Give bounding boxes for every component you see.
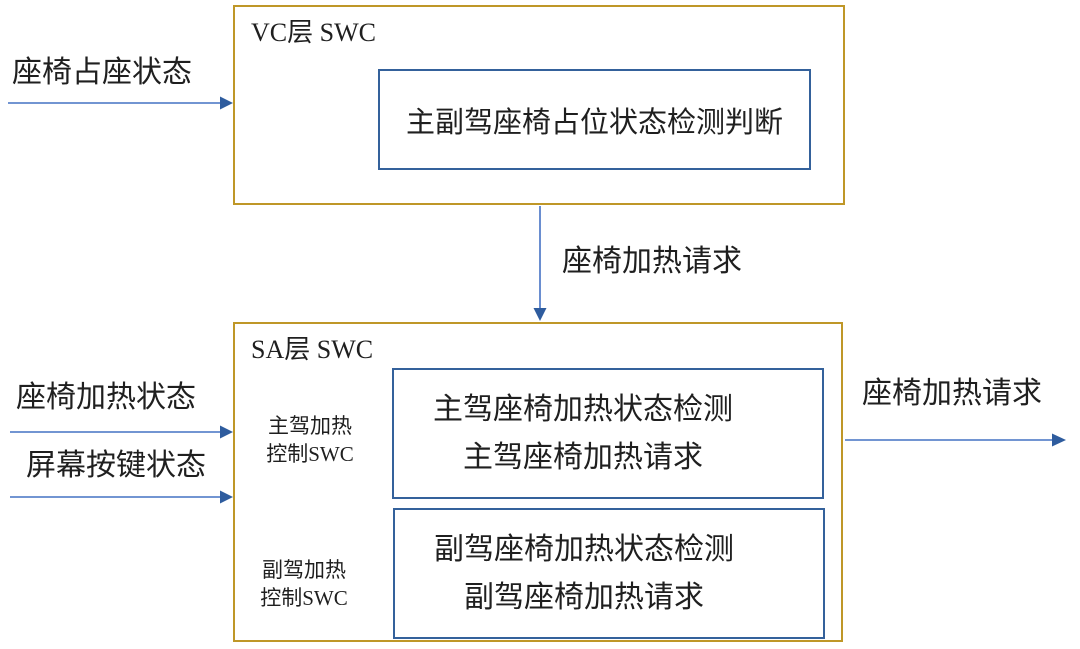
seat-heating-status-input-label: 座椅加热状态	[16, 381, 196, 414]
screen-button-status-input-label: 屏幕按键状态	[26, 449, 206, 482]
sa-layer-title: SA层 SWC	[251, 335, 374, 364]
passenger-heating-detect-label: 副驾座椅加热状态检测	[434, 532, 734, 566]
passenger-heating-box: 副驾座椅加热状态检测 副驾座椅加热请求	[393, 508, 825, 639]
driver-heating-box-text: 主驾座椅加热状态检测 主驾座椅加热请求	[433, 386, 733, 482]
passenger-heating-swc-label-line1: 副驾加热	[262, 558, 346, 582]
screen-button-status-arrow	[10, 490, 233, 504]
vc-to-sa-request-label: 座椅加热请求	[562, 245, 742, 278]
seat-heating-status-arrow	[10, 425, 233, 439]
driver-heating-swc-label: 主驾加热 控制SWC	[262, 412, 358, 468]
driver-heating-detect-label: 主驾座椅加热状态检测	[433, 392, 733, 426]
vc-occupancy-detector-box: 主副驾座椅占位状态检测判断	[378, 69, 811, 170]
vc-layer-box: VC层 SWC 主副驾座椅占位状态检测判断	[233, 5, 845, 205]
vc-to-sa-arrow	[533, 206, 547, 321]
vc-layer-title: VC层 SWC	[251, 18, 376, 47]
driver-heating-box: 主驾座椅加热状态检测 主驾座椅加热请求	[392, 368, 824, 499]
seat-occupancy-arrow	[8, 96, 233, 110]
driver-heating-swc-label-line1: 主驾加热	[268, 414, 352, 438]
seat-heating-request-out-arrow	[845, 433, 1066, 447]
seat-heating-request-output-label: 座椅加热请求	[862, 377, 1042, 410]
driver-heating-swc-label-line2: 控制SWC	[266, 442, 354, 466]
sa-layer-box: SA层 SWC 主驾加热 控制SWC 主驾座椅加热状态检测 主驾座椅加热请求 副…	[233, 322, 843, 642]
passenger-heating-swc-label: 副驾加热 控制SWC	[256, 556, 352, 612]
seat-occupancy-input-label: 座椅占座状态	[12, 56, 192, 89]
passenger-heating-request-label: 副驾座椅加热请求	[464, 580, 704, 614]
passenger-heating-swc-label-line2: 控制SWC	[260, 586, 348, 610]
driver-heating-request-label: 主驾座椅加热请求	[463, 440, 703, 474]
passenger-heating-box-text: 副驾座椅加热状态检测 副驾座椅加热请求	[434, 526, 734, 622]
vc-occupancy-detector-label: 主副驾座椅占位状态检测判断	[405, 106, 783, 139]
